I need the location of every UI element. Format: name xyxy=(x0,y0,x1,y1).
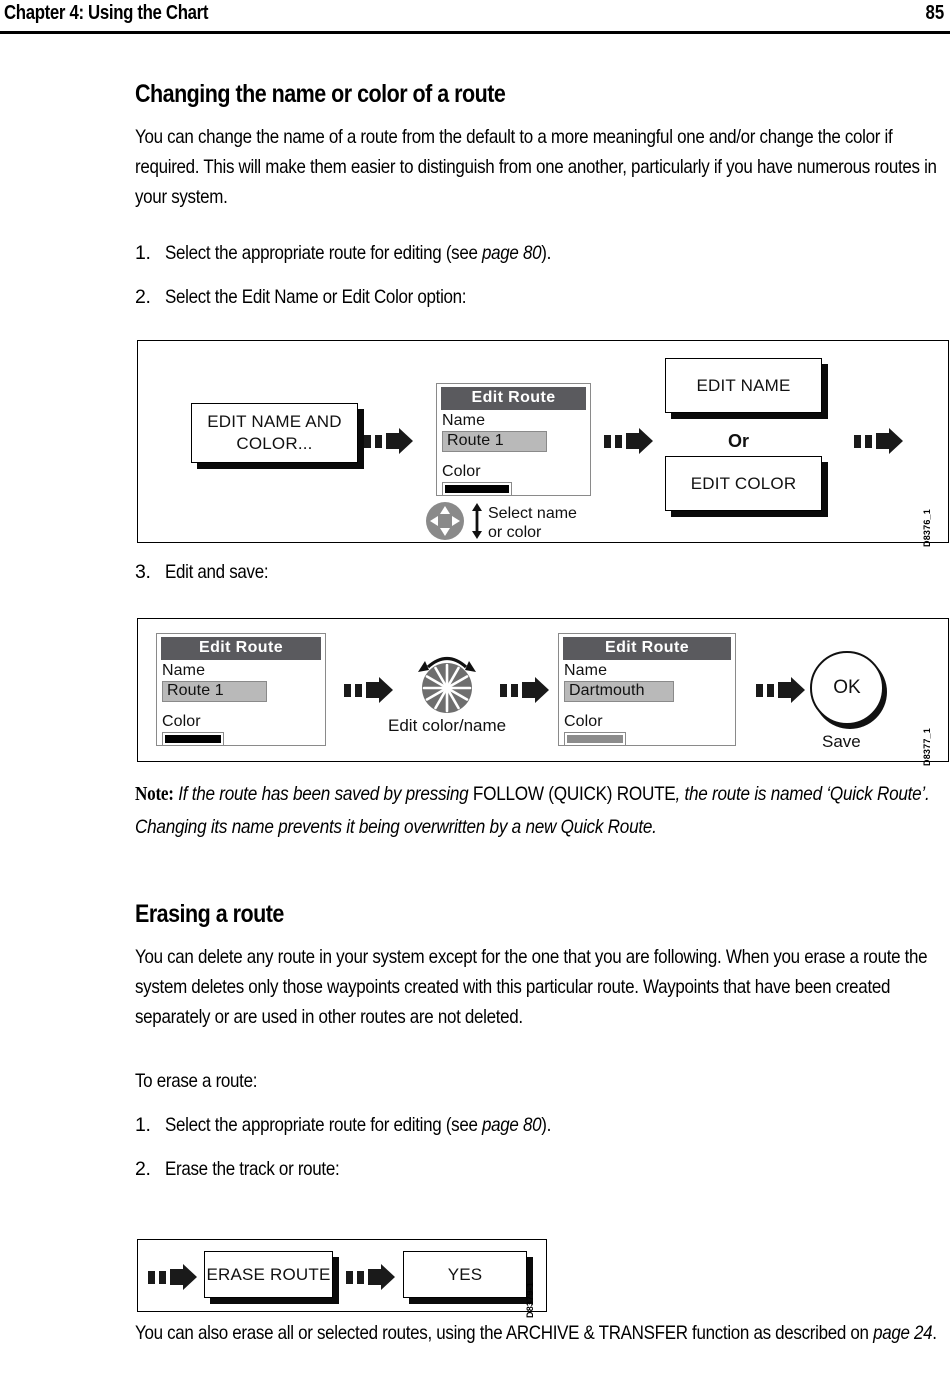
name-label: Name xyxy=(442,412,486,429)
press-key-arrow-icon xyxy=(148,1264,197,1290)
color-field[interactable] xyxy=(442,482,512,496)
edit-route-panel: Edit Route Name Route 1 Color xyxy=(436,383,591,496)
dpad-caption: Select name or color xyxy=(488,505,577,541)
page-cross-reference[interactable]: page 80 xyxy=(482,1114,542,1136)
header-page-number: 85 xyxy=(925,2,944,24)
yes-button[interactable]: YES xyxy=(403,1251,527,1298)
page-header: Chapter 4: Using the Chart 85 xyxy=(0,0,950,34)
figure-id: D8377_1 xyxy=(922,728,932,766)
up-down-arrow-icon xyxy=(472,503,482,539)
closing-paragraph: You can also erase all or selected route… xyxy=(135,1322,937,1344)
edit-route-panel-title: Edit Route xyxy=(161,637,321,660)
color-label: Color xyxy=(442,463,481,480)
page-cross-reference[interactable]: page 80 xyxy=(482,242,542,264)
ok-button[interactable]: OK xyxy=(810,651,884,725)
list-item-number: 2. xyxy=(135,1158,151,1180)
name-field[interactable]: Dartmouth xyxy=(564,681,674,702)
color-field[interactable] xyxy=(564,732,626,746)
name-field[interactable]: Route 1 xyxy=(442,431,547,452)
color-label: Color xyxy=(564,713,603,730)
list-item-number: 2. xyxy=(135,286,151,308)
list-item-number: 1. xyxy=(135,242,151,264)
list-item-text: Select the appropriate route for editing… xyxy=(165,1114,551,1136)
list-item: 2. Select the Edit Name or Edit Color op… xyxy=(135,282,895,312)
press-key-arrow-icon xyxy=(500,677,549,703)
edit-route-panel-after: Edit Route Name Dartmouth Color xyxy=(558,633,736,746)
list-item-number: 3. xyxy=(135,561,151,583)
name-label: Name xyxy=(564,662,608,679)
page-cross-reference[interactable]: page 24 xyxy=(873,1322,933,1344)
press-key-arrow-icon xyxy=(344,677,393,703)
section-title-erasing-a-route: Erasing a route xyxy=(135,900,284,928)
edit-route-panel-before: Edit Route Name Route 1 Color xyxy=(156,633,326,746)
knob-caption: Edit color/name xyxy=(388,716,507,735)
edit-name-and-color-button[interactable]: EDIT NAME AND COLOR... xyxy=(191,403,358,463)
press-key-arrow-icon xyxy=(854,428,903,454)
color-field[interactable] xyxy=(162,732,224,746)
lead-in-text: To erase a route: xyxy=(135,1070,258,1092)
page-title: Changing the name or color of a route xyxy=(135,80,506,108)
figure-id: D8379-1 xyxy=(525,1282,535,1318)
figure-id: D8376_1 xyxy=(922,509,932,547)
dpad-icon[interactable] xyxy=(425,501,465,541)
list-item-text: Select the appropriate route for editing… xyxy=(165,242,551,264)
edit-route-panel-title: Edit Route xyxy=(441,387,586,410)
list-item: 3. Edit and save: xyxy=(135,557,895,587)
press-key-arrow-icon xyxy=(346,1264,395,1290)
erase-route-button[interactable]: ERASE ROUTE xyxy=(204,1251,333,1298)
figure-erase-route-flow: ERASE ROUTE YES D8379-1 xyxy=(137,1239,547,1318)
note-paragraph: Note: If the route has been saved by pre… xyxy=(135,783,930,838)
rotary-knob-icon[interactable] xyxy=(404,644,490,714)
header-chapter-title: Chapter 4: Using the Chart xyxy=(4,2,209,24)
list-item: 1. Select the appropriate route for edit… xyxy=(135,1110,895,1140)
list-item-text: Erase the track or route: xyxy=(165,1158,340,1180)
press-key-arrow-icon xyxy=(756,677,805,703)
list-item-text: Select the Edit Name or Edit Color optio… xyxy=(165,286,467,308)
section-intro-paragraph: You can change the name of a route from … xyxy=(135,126,937,208)
color-swatch-bar xyxy=(165,735,221,743)
note-label: Note: xyxy=(135,784,174,805)
color-label: Color xyxy=(162,713,201,730)
color-swatch-bar xyxy=(567,735,623,743)
figure-edit-name-color-flow: EDIT NAME AND COLOR... Edit Route Name R… xyxy=(137,340,949,547)
ok-button-caption: Save xyxy=(822,732,861,751)
edit-route-panel-title: Edit Route xyxy=(563,637,731,660)
list-item: 2. Erase the track or route: xyxy=(135,1154,895,1184)
list-item-text: Edit and save: xyxy=(165,561,269,583)
name-label: Name xyxy=(162,662,206,679)
name-field[interactable]: Route 1 xyxy=(162,681,267,702)
color-swatch-bar xyxy=(445,485,509,493)
header-rule xyxy=(0,31,950,34)
list-item-number: 1. xyxy=(135,1114,151,1136)
figure-edit-and-save-flow: Edit Route Name Route 1 Color xyxy=(137,618,949,766)
press-key-arrow-icon xyxy=(604,428,653,454)
or-label: Or xyxy=(728,431,750,451)
section-intro-paragraph: You can delete any route in your system … xyxy=(135,946,928,1028)
list-item: 1. Select the appropriate route for edit… xyxy=(135,238,895,268)
edit-color-button[interactable]: EDIT COLOR xyxy=(665,456,822,511)
edit-name-button[interactable]: EDIT NAME xyxy=(665,358,822,413)
press-key-arrow-icon xyxy=(364,428,413,454)
note-upright-term: FOLLOW (QUICK) ROUTE xyxy=(472,783,676,805)
